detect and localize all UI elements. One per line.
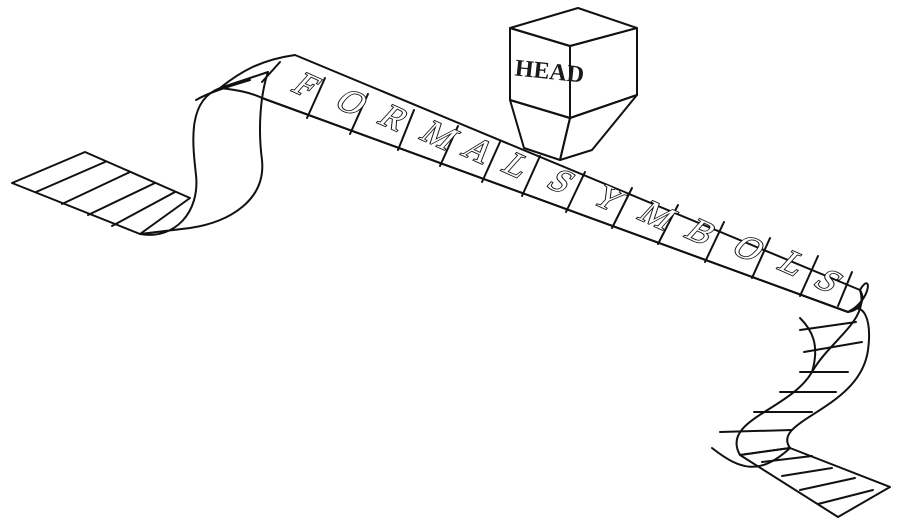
tape-top-segment	[219, 54, 864, 313]
head-label: HEAD	[514, 55, 586, 88]
tape-right-segment	[739, 447, 891, 518]
tape-right-drop	[711, 282, 870, 468]
tape-letter: S	[540, 162, 584, 199]
tape-letter: M	[413, 114, 467, 156]
tape-letter: O	[328, 82, 377, 122]
tape-head: HEAD	[509, 7, 638, 161]
tape-left-segment	[11, 151, 191, 235]
tape-word-symbols: S Y M B O L S	[539, 161, 853, 299]
tape-left-loop	[139, 71, 269, 236]
tape-letter: M	[631, 194, 685, 236]
